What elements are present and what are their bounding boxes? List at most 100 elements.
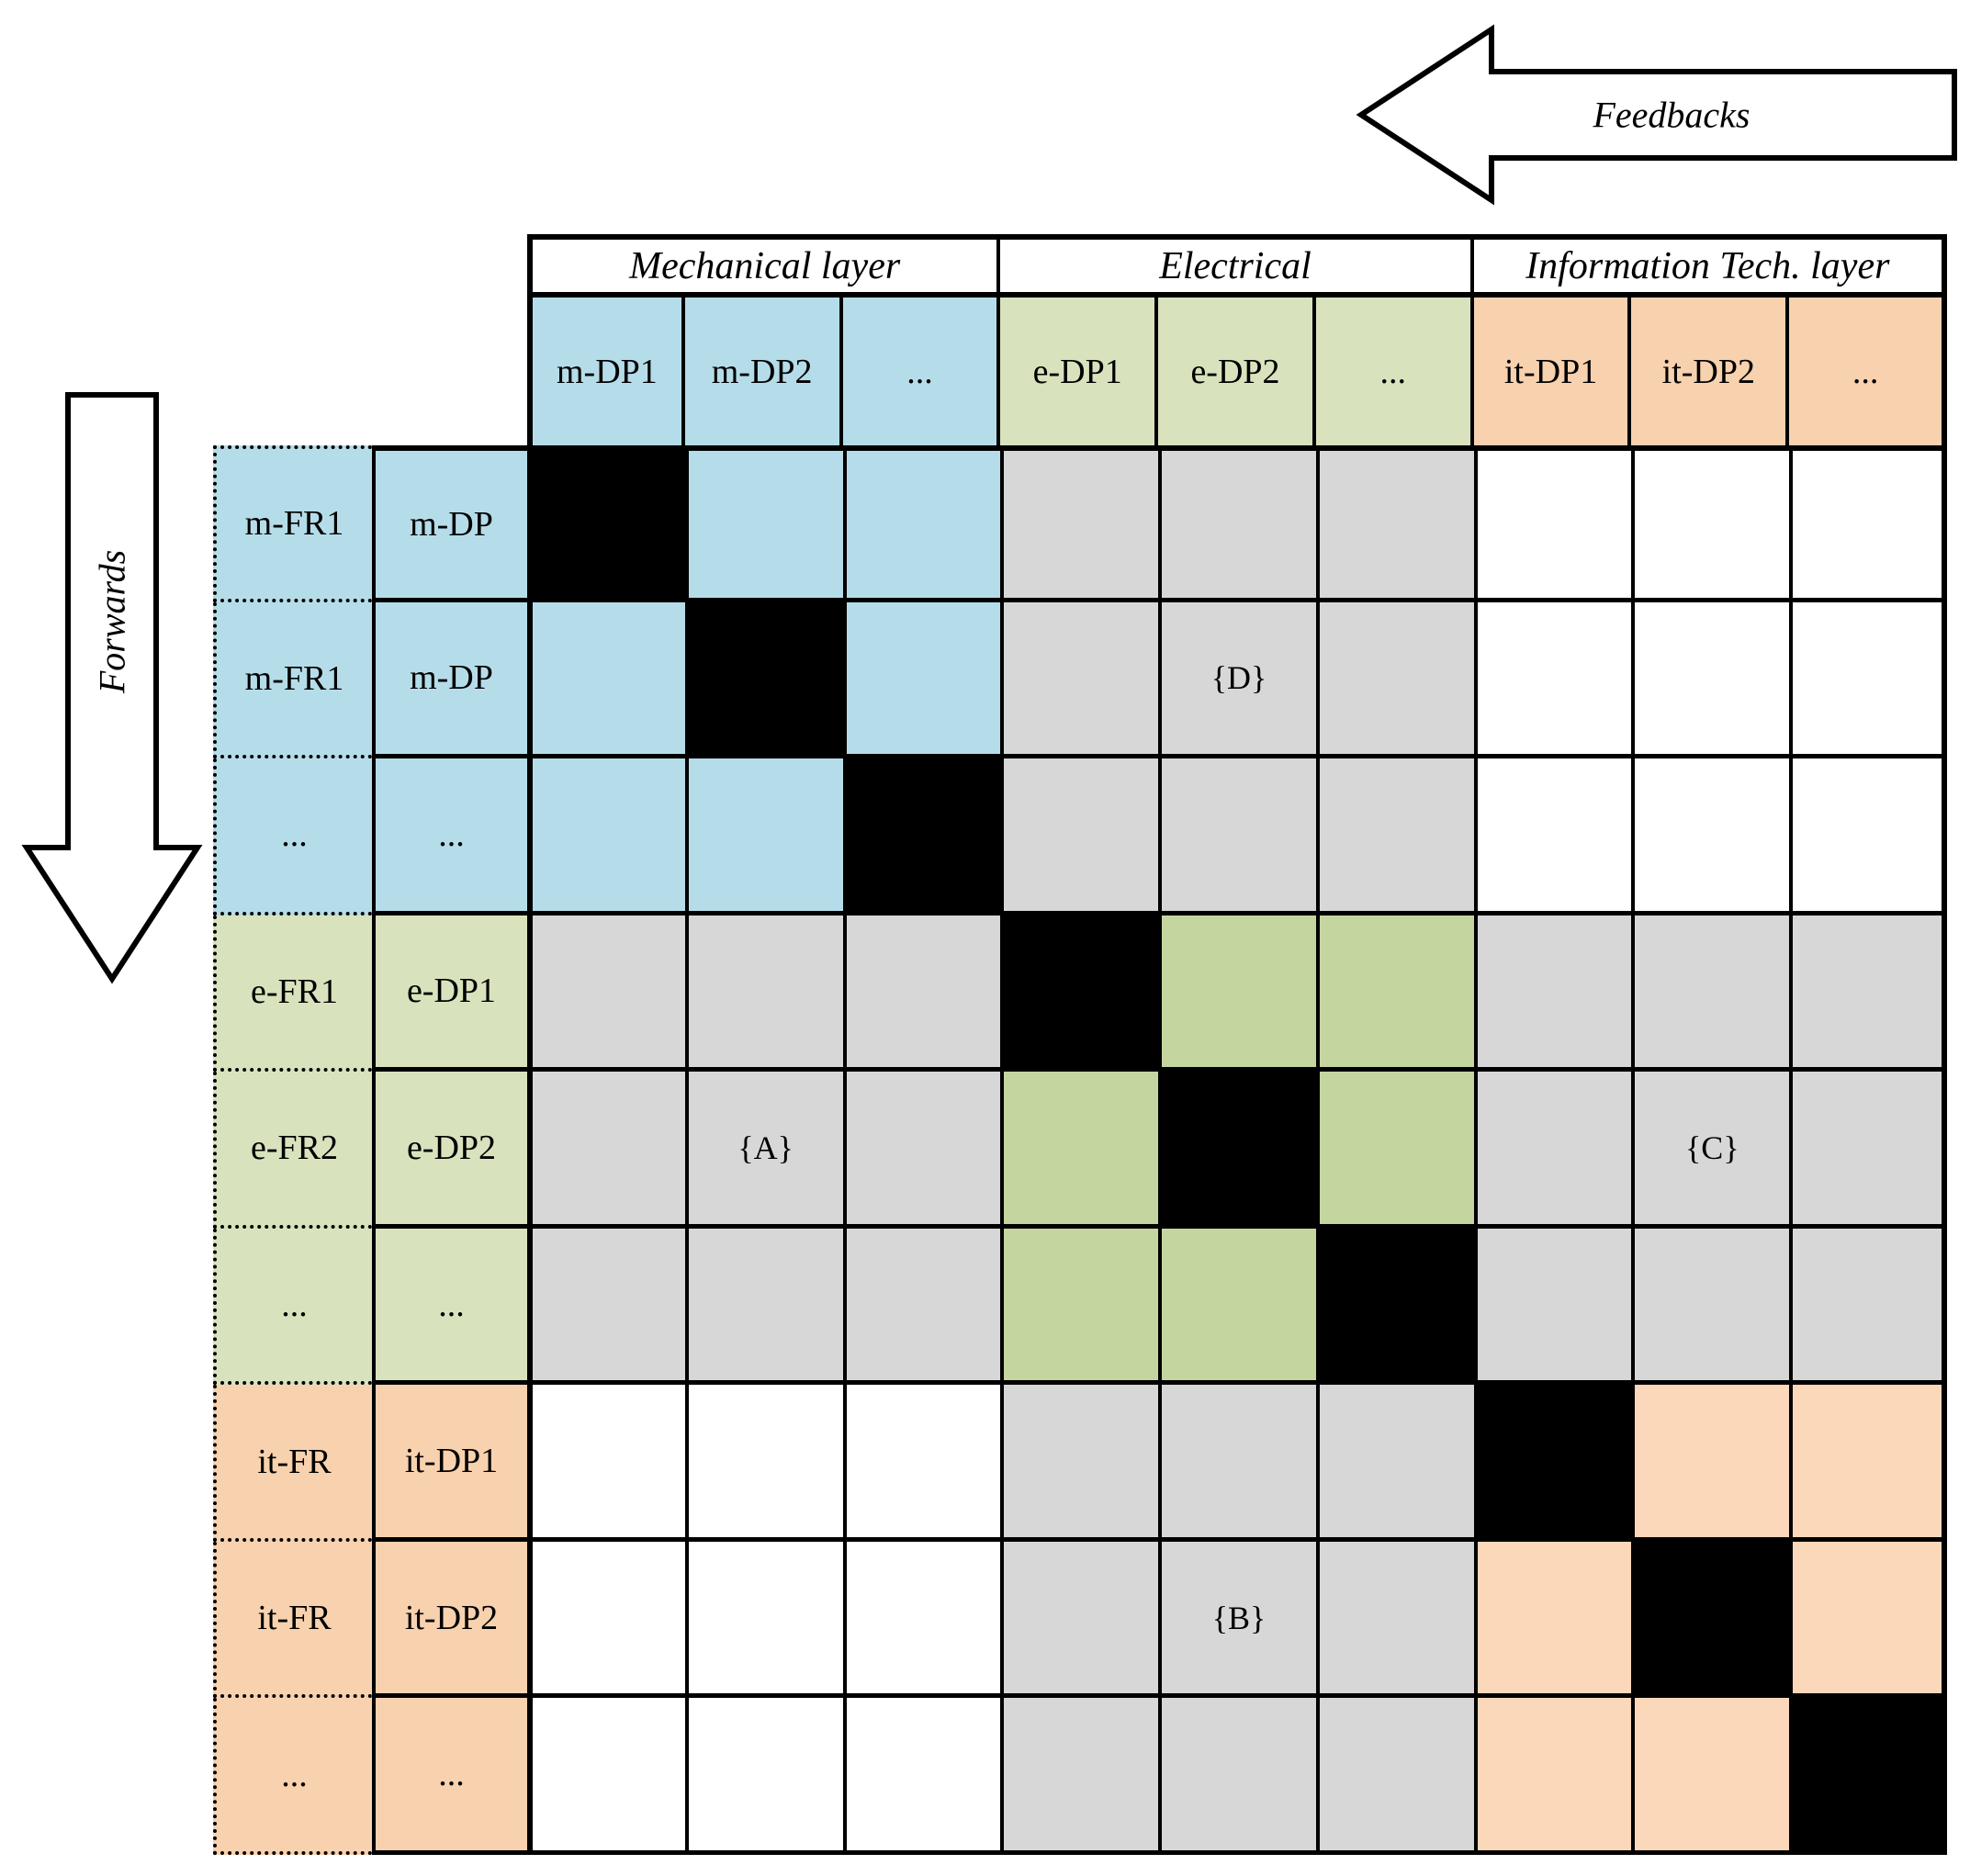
matrix-cell [527,1541,685,1699]
feedbacks-arrow-shape [1356,24,1957,206]
matrix-cell [1000,1698,1159,1855]
matrix-cell [1000,915,1159,1073]
matrix-cell [527,1698,685,1855]
column-header: it-DP1 [1473,298,1632,445]
column-header: m-DP2 [684,298,843,445]
row-header-dp: e-DP2 [372,1072,527,1229]
matrix-cell [1631,1228,1790,1386]
matrix-cell [1473,445,1632,602]
matrix-cell [684,1541,843,1699]
matrix-cell [1158,445,1316,602]
matrix-cell [527,1385,685,1542]
matrix-cell [1631,758,1790,916]
matrix-cell [1473,1072,1632,1229]
matrix-cell [1315,445,1474,602]
row-header-dp: m-DP [372,445,527,602]
layer-header: Electrical [1000,240,1474,292]
matrix-cell [1000,445,1159,602]
matrix-cell [527,758,685,916]
row-header-fr: ... [213,1228,372,1386]
row-header-dp: m-DP [372,601,527,759]
column-header: e-DP2 [1158,298,1316,445]
matrix-cell [1158,1072,1316,1229]
matrix-cell [842,1228,1001,1386]
row-header-dp: e-DP1 [372,915,527,1073]
row-header-fr: e-FR1 [213,915,372,1073]
matrix-cell [1000,601,1159,759]
row-header-fr: it-FR [213,1385,372,1542]
matrix-cell [1789,1385,1947,1542]
matrix-cell [1315,1698,1474,1855]
matrix-cell [1158,1698,1316,1855]
matrix-cell [1473,915,1632,1073]
matrix-cell [1789,1698,1947,1855]
row-header-fr: ... [213,1698,372,1855]
matrix-cell [684,1385,843,1542]
matrix-cell [842,758,1001,916]
matrix-cell [527,1228,685,1386]
matrix-cell [527,601,685,759]
matrix-cell [1631,1385,1790,1542]
row-header-dp: it-DP1 [372,1385,527,1542]
forwards-arrow-shape [21,392,203,984]
matrix-cell [1315,601,1474,759]
matrix-cell [527,915,685,1073]
matrix-cell [842,1385,1001,1542]
column-header: m-DP1 [527,298,685,445]
matrix-cell [1631,915,1790,1073]
matrix-cell [1473,1385,1632,1542]
matrix-cell [842,1698,1001,1855]
matrix-cell [1315,915,1474,1073]
column-header: it-DP2 [1631,298,1790,445]
layer-header: Information Tech. layer [1473,240,1947,292]
matrix-cell [684,601,843,759]
matrix-cell [842,601,1001,759]
matrix-cell [1631,1698,1790,1855]
column-header: ... [1315,298,1474,445]
matrix-cell [1158,915,1316,1073]
matrix-cell [527,445,685,602]
matrix-cell: {C} [1631,1072,1790,1229]
matrix-cell [1789,601,1947,759]
matrix-cell [684,445,843,602]
matrix-cell [1631,601,1790,759]
matrix-cell [1315,1228,1474,1386]
column-header: e-DP1 [1000,298,1159,445]
row-header-fr: e-FR2 [213,1072,372,1229]
matrix-cell [1158,1385,1316,1542]
matrix-cell [1000,1541,1159,1699]
row-header-fr: m-FR1 [213,601,372,759]
matrix-cell [1000,758,1159,916]
column-header: ... [1789,298,1947,445]
matrix-cell [1315,1072,1474,1229]
matrix-cell [842,915,1001,1073]
matrix-cell [1473,1228,1632,1386]
matrix-cell [684,1698,843,1855]
matrix-cell [842,1072,1001,1229]
matrix-cell [1000,1228,1159,1386]
layer-header: Mechanical layer [527,240,1001,292]
matrix-cell [1631,1541,1790,1699]
matrix-cell [1473,601,1632,759]
matrix-cell [1789,758,1947,916]
matrix-cell [1789,1541,1947,1699]
matrix-cell [1473,1698,1632,1855]
matrix-cell: {A} [684,1072,843,1229]
matrix-cell [842,1541,1001,1699]
matrix-cell [1473,1541,1632,1699]
column-header: ... [842,298,1001,445]
matrix-cell [1158,758,1316,916]
matrix-cell [1789,1228,1947,1386]
matrix-cell [1789,1072,1947,1229]
matrix-cell [1631,445,1790,602]
matrix-cell [1789,915,1947,1073]
matrix-cell [527,1072,685,1229]
matrix-cell [684,915,843,1073]
forwards-arrow-label: Forwards [92,550,133,694]
feedbacks-arrow-label: Feedbacks [1592,95,1750,136]
matrix-cell [1789,445,1947,602]
matrix-cell: {D} [1158,601,1316,759]
